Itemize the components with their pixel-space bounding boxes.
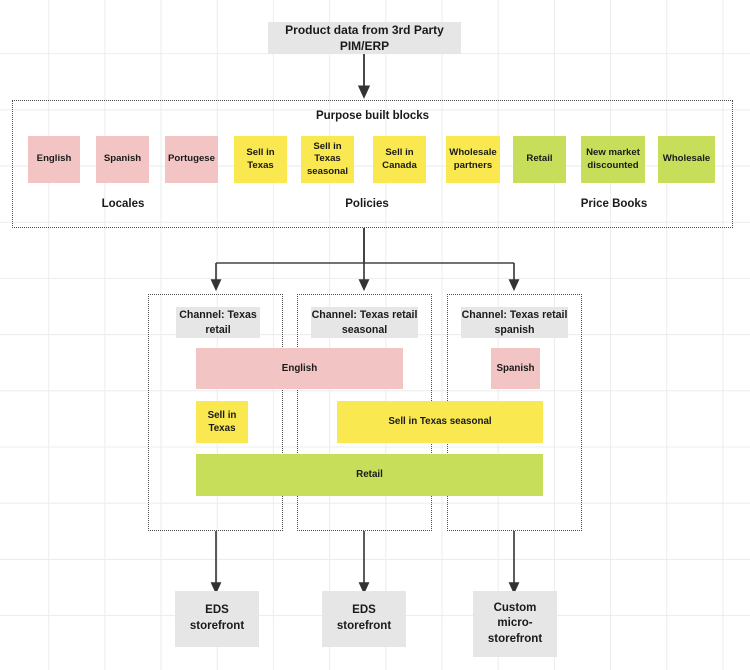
- channel-header-texas-retail-seasonal[interactable]: Channel: Texas retail seasonal: [311, 307, 418, 338]
- storefront-custom-micro[interactable]: Custom micro-storefront: [473, 591, 557, 657]
- composed-bar-policy-sell-in-texas-seasonal[interactable]: Sell in Texas seasonal: [337, 401, 543, 443]
- channel-container-texas-retail: [148, 294, 283, 531]
- block-tile-sell-in-canada[interactable]: Sell in Canada: [373, 136, 426, 183]
- composed-bar-locale-spanish[interactable]: Spanish: [491, 348, 540, 389]
- composed-bar-pricebook-retail[interactable]: Retail: [196, 454, 543, 496]
- block-tile-sell-in-texas[interactable]: Sell in Texas: [234, 136, 287, 183]
- channel-header-texas-retail[interactable]: Channel: Texas retail: [176, 307, 260, 338]
- channel-header-texas-retail-spanish[interactable]: Channel: Texas retail spanish: [461, 307, 568, 338]
- block-tile-wholesale[interactable]: Wholesale: [658, 136, 715, 183]
- block-tile-new-market-discounted[interactable]: New market discounted: [581, 136, 645, 183]
- block-tile-english[interactable]: English: [28, 136, 80, 183]
- block-tile-wholesale-partners[interactable]: Wholesale partners: [446, 136, 500, 183]
- block-tile-sell-in-texas-seasonal[interactable]: Sell in Texas seasonal: [301, 136, 354, 183]
- purpose-built-blocks-title: Purpose built blocks: [315, 110, 430, 122]
- block-tile-spanish[interactable]: Spanish: [96, 136, 149, 183]
- composed-bar-locale-english[interactable]: English: [196, 348, 403, 389]
- purpose-built-blocks-container: [12, 100, 733, 228]
- storefront-eds-1[interactable]: EDS storefront: [175, 591, 259, 647]
- composed-bar-policy-sell-in-texas[interactable]: Sell in Texas: [196, 401, 248, 443]
- block-tile-retail[interactable]: Retail: [513, 136, 566, 183]
- section-label-price-books: Price Books: [580, 198, 648, 210]
- section-label-policies: Policies: [345, 198, 389, 210]
- section-label-locales: Locales: [101, 198, 145, 210]
- source-node[interactable]: Product data from 3rd Party PIM/ERP: [268, 22, 461, 54]
- block-tile-portugese[interactable]: Portugese: [165, 136, 218, 183]
- storefront-eds-2[interactable]: EDS storefront: [322, 591, 406, 647]
